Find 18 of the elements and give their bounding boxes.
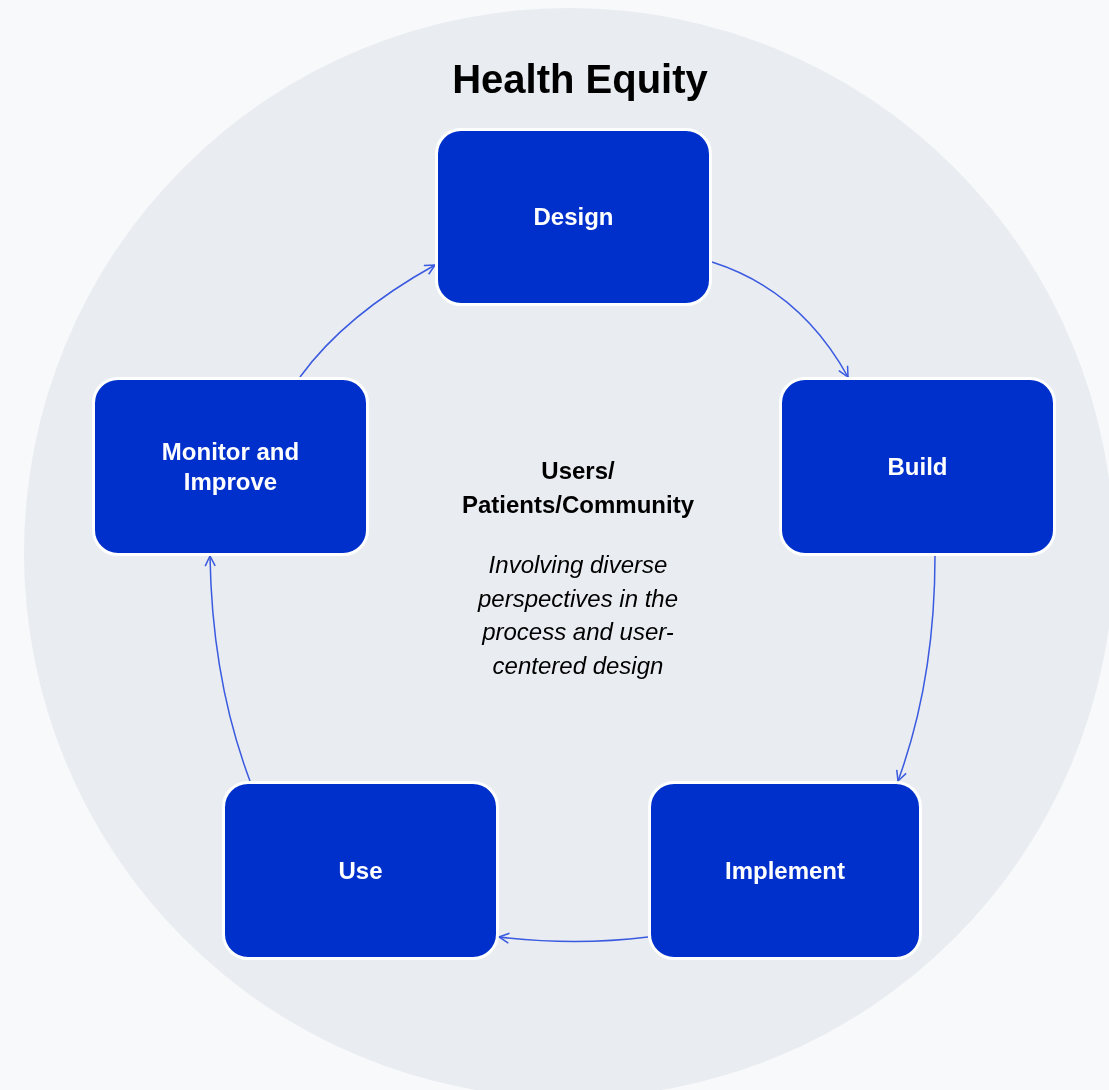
step-label: Monitor and Improve — [160, 436, 301, 497]
process-box — [435, 128, 712, 306]
arrow — [895, 555, 936, 782]
process-box — [92, 377, 369, 556]
center-description: Involving diverse perspectives in the process and user-centered design — [476, 550, 680, 681]
step-label: Use — [338, 855, 383, 886]
process-box — [779, 377, 1056, 556]
step-label: Implement — [725, 855, 845, 886]
circle-heading: Health Equity — [451, 56, 709, 103]
process-box — [648, 781, 922, 960]
arrow — [299, 264, 436, 378]
arrow — [204, 555, 251, 782]
arrow — [711, 261, 849, 378]
step-label: Design — [533, 202, 614, 232]
arrow — [498, 932, 649, 944]
center-heading: Users/ Patients/Community — [461, 456, 695, 520]
process-box — [222, 781, 499, 960]
step-label: Build — [887, 451, 948, 482]
